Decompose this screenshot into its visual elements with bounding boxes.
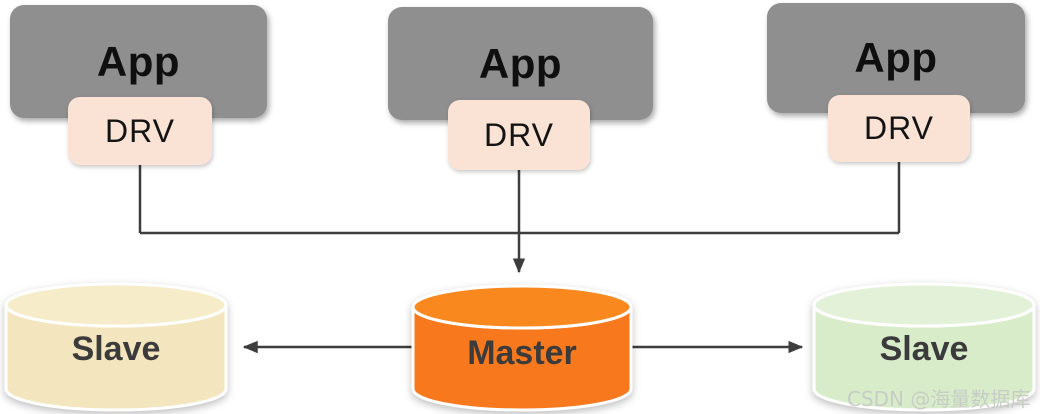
database-master: Master [410, 283, 634, 414]
database-slave-left-top [4, 282, 228, 328]
database-slave-right-label: Slave [880, 330, 969, 368]
driver-node-3: DRV [828, 95, 970, 162]
driver-node-3-label: DRV [864, 110, 934, 146]
database-slave-left: Slave [3, 281, 229, 414]
database-slave-left-label: Slave [72, 330, 161, 368]
driver-node-2-label: DRV [484, 116, 554, 153]
app-node-2-label: App [478, 39, 563, 87]
app-node-3-label: App [854, 34, 938, 81]
driver-node-1-label: DRV [105, 112, 175, 149]
database-slave-right: Slave [811, 281, 1037, 414]
driver-node-1: DRV [68, 97, 212, 165]
app-node-1-label: App [96, 37, 181, 85]
driver-node-2: DRV [448, 100, 590, 170]
database-slave-right-top [812, 282, 1036, 328]
app-node-3: App [767, 3, 1025, 113]
csdn-watermark: CSDN @海量数据库 [847, 387, 1031, 411]
database-master-label: Master [467, 334, 577, 372]
database-master-top [411, 284, 633, 330]
